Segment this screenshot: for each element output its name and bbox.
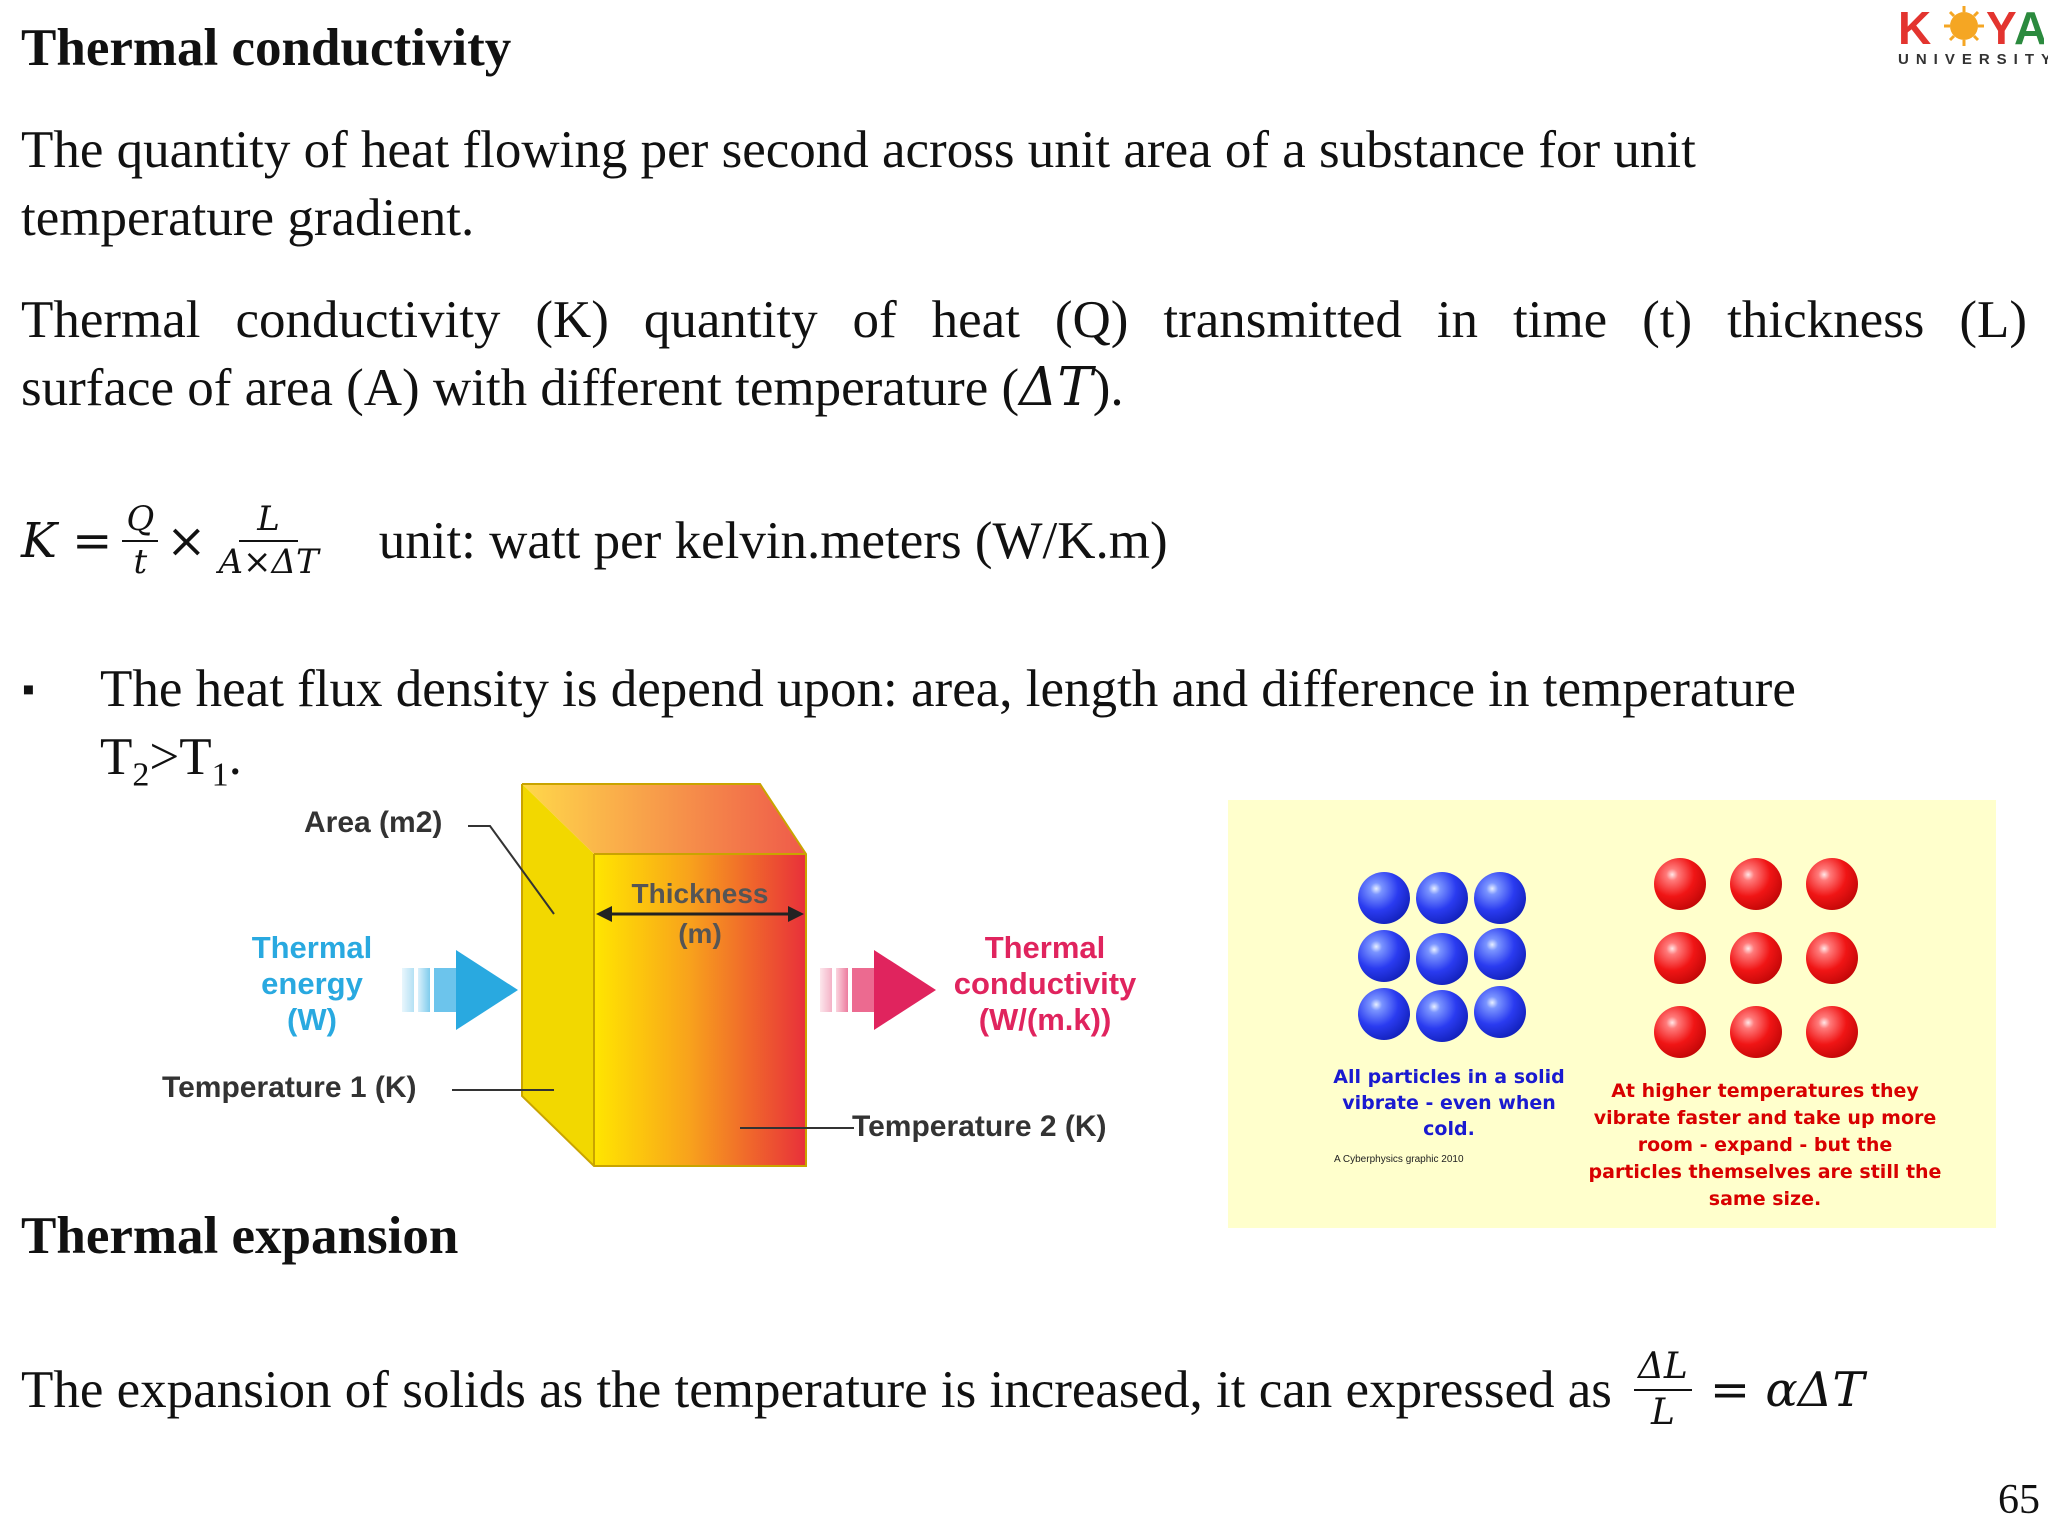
cold-particle bbox=[1474, 986, 1526, 1038]
thermal-energy-arrow bbox=[402, 950, 518, 1030]
fraction-denominator: L bbox=[1650, 1392, 1675, 1433]
description-line-1: Thermal conductivity (K) quantity of hea… bbox=[21, 291, 2027, 349]
unit-text: unit: watt per kelvin.meters (W/K.m) bbox=[378, 512, 1168, 570]
hot-particle bbox=[1730, 932, 1782, 984]
cold-particle bbox=[1416, 872, 1468, 924]
expansion-sentence: The expansion of solids as the temperatu… bbox=[21, 1334, 1864, 1446]
t2-subscript: 2 bbox=[132, 756, 150, 794]
hot-particle bbox=[1806, 858, 1858, 910]
bullet-text: The heat flux density is depend upon: ar… bbox=[100, 655, 2020, 810]
t1-symbol: T bbox=[179, 728, 212, 786]
section-title-thermal-conductivity: Thermal conductivity bbox=[21, 19, 512, 77]
hot-caption-line-2: vibrate faster and take up more bbox=[1593, 1107, 1937, 1129]
temperature-1-label: Temperature 1 (K) bbox=[162, 1071, 417, 1104]
thermal-energy-line-2: energy bbox=[261, 966, 363, 1001]
definition-line-1: The quantity of heat flowing per second … bbox=[21, 121, 1696, 179]
thermal-energy-line-3: (W) bbox=[287, 1002, 337, 1037]
description-line-2-text: surface of area (A) with different tempe… bbox=[21, 359, 1020, 417]
description-line-2-end: ). bbox=[1092, 359, 1124, 417]
thermal-conductivity-arrow bbox=[820, 950, 936, 1030]
hot-particle bbox=[1654, 1006, 1706, 1058]
cold-particle bbox=[1358, 988, 1410, 1040]
page-number: 65 bbox=[1998, 1477, 2040, 1523]
delta-t-symbol: ΔT bbox=[1019, 357, 1093, 418]
description-paragraph: Thermal conductivity (K) quantity of hea… bbox=[21, 286, 2027, 422]
definition-paragraph: The quantity of heat flowing per second … bbox=[21, 116, 2031, 252]
koya-university-logo: K Y A UNIVERSITY bbox=[1896, 4, 2048, 68]
cold-caption-line-3: cold. bbox=[1423, 1118, 1475, 1140]
temperature-2-label: Temperature 2 (K) bbox=[852, 1110, 1107, 1143]
hot-caption: At higher temperatures they vibrate fast… bbox=[1578, 1078, 1952, 1213]
hot-particle bbox=[1806, 1006, 1858, 1058]
fraction-delta-l-over-l: ΔL L bbox=[1633, 1347, 1692, 1433]
cold-particle bbox=[1474, 928, 1526, 980]
period: . bbox=[228, 728, 242, 786]
logo-mark: K Y A bbox=[1898, 4, 2044, 48]
thermal-energy-line-1: Thermal bbox=[251, 930, 373, 965]
fraction-numerator: Q bbox=[122, 500, 159, 542]
svg-text:A: A bbox=[2014, 4, 2044, 48]
svg-text:Y: Y bbox=[1986, 4, 2017, 48]
particle-vibration-figure: All particles in a solid vibrate - even … bbox=[1228, 800, 1996, 1228]
cold-caption-line-2: vibrate - even when bbox=[1342, 1092, 1556, 1114]
logo-subtitle: UNIVERSITY bbox=[1898, 51, 2048, 68]
area-leader-line bbox=[468, 825, 555, 915]
expansion-text: The expansion of solids as the temperatu… bbox=[21, 1361, 1612, 1419]
hot-particle bbox=[1806, 932, 1858, 984]
cold-particle bbox=[1416, 990, 1468, 1042]
fraction-denominator: t bbox=[133, 542, 148, 582]
hot-caption-line-5: same size. bbox=[1708, 1188, 1822, 1210]
greater-than: > bbox=[149, 728, 180, 786]
thermal-energy-label: Thermal energy (W) bbox=[232, 930, 392, 1038]
bullet-line-1: The heat flux density is depend upon: ar… bbox=[100, 660, 1796, 718]
cold-particle bbox=[1416, 933, 1468, 985]
thickness-text: Thickness bbox=[631, 878, 769, 909]
thermal-conductivity-line-1: Thermal bbox=[984, 930, 1106, 965]
bullet-marker: ▪ bbox=[22, 669, 35, 709]
block-front-face bbox=[594, 854, 806, 1166]
hot-particle bbox=[1730, 858, 1782, 910]
thickness-label: Thickness (m) bbox=[600, 878, 800, 950]
hot-caption-line-4: particles themselves are still the bbox=[1588, 1161, 1942, 1183]
hot-particle bbox=[1654, 858, 1706, 910]
conductivity-formula: K = Q t × L A×ΔT unit: watt per kelvin.m… bbox=[21, 486, 1168, 596]
expansion-rhs: = αΔT bbox=[1709, 1362, 1865, 1418]
fraction-l-over-a-delta-t: L A×ΔT bbox=[214, 500, 322, 582]
cold-particle bbox=[1358, 930, 1410, 982]
cold-particle bbox=[1358, 872, 1410, 924]
cold-caption-line-1: All particles in a solid bbox=[1333, 1066, 1565, 1088]
svg-text:K: K bbox=[1898, 4, 1931, 48]
t1-subscript: 1 bbox=[211, 756, 229, 794]
cold-caption: All particles in a solid vibrate - even … bbox=[1324, 1064, 1574, 1142]
thickness-unit: (m) bbox=[678, 918, 722, 949]
times-sign: × bbox=[166, 513, 207, 569]
fraction-numerator: L bbox=[239, 500, 298, 542]
thermal-conductivity-line-2: conductivity bbox=[953, 966, 1137, 1001]
heat-conduction-block-diagram bbox=[402, 783, 936, 1167]
thermal-conductivity-line-3: (W/(m.k)) bbox=[978, 1002, 1112, 1037]
fraction-denominator: A×ΔT bbox=[218, 542, 319, 582]
fraction-numerator: ΔL bbox=[1633, 1347, 1692, 1391]
thermal-conductivity-label: Thermal conductivity (W/(m.k)) bbox=[940, 930, 1150, 1038]
hot-particle bbox=[1654, 932, 1706, 984]
hot-caption-line-3: room - expand - but the bbox=[1637, 1134, 1893, 1156]
fraction-q-over-t: Q t bbox=[122, 500, 159, 582]
section-title-thermal-expansion: Thermal expansion bbox=[21, 1207, 459, 1265]
definition-line-2: temperature gradient. bbox=[21, 189, 475, 247]
t2-symbol: T bbox=[100, 728, 133, 786]
block-side-face bbox=[522, 784, 594, 1166]
formula-lhs: K = bbox=[21, 513, 113, 569]
area-label: Area (m2) bbox=[304, 806, 443, 839]
credit-text: A Cyberphysics graphic 2010 bbox=[1334, 1154, 1464, 1165]
block-top-face bbox=[522, 784, 806, 854]
cold-particle bbox=[1474, 872, 1526, 924]
bullet-line-2: T2>T1. bbox=[100, 723, 2020, 810]
hot-particle bbox=[1730, 1006, 1782, 1058]
hot-caption-line-1: At higher temperatures they bbox=[1611, 1080, 1919, 1102]
description-line-2: surface of area (A) with different tempe… bbox=[21, 354, 2027, 422]
